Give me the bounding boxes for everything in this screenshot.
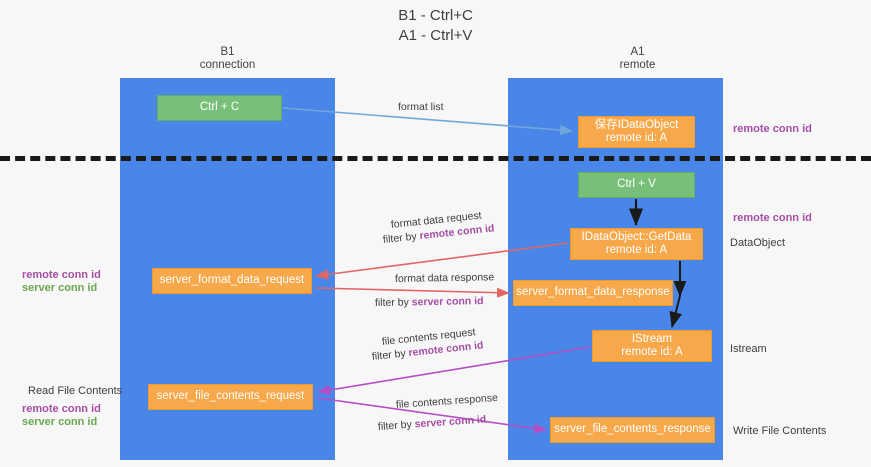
- box-idataobject-getdata-label: IDataObject::GetData: [581, 230, 692, 243]
- arrow-response-to-istream: [669, 295, 682, 328]
- box-istream-label: IStream: [631, 332, 673, 345]
- annotation-left-read-file-contents: Read File Contents: [28, 385, 123, 397]
- edge-label-format-data-response-text: format data response: [394, 271, 495, 285]
- box-server-file-contents-response[interactable]: server_file_contents_response: [550, 417, 715, 443]
- annotation-left-remote-conn-id-top: remote conn id: [22, 269, 101, 281]
- box-server-format-data-request-label: server_format_data_request: [159, 274, 305, 287]
- box-server-file-contents-response-label: server_file_contents_response: [554, 423, 711, 436]
- annotation-right-remote-conn-id-top: remote conn id: [733, 123, 812, 135]
- edge-label-format-data-response-filter: filter by server conn id: [375, 295, 484, 310]
- box-save-idataobject-sub: remote id: A: [605, 132, 668, 144]
- box-save-idataobject[interactable]: 保存IDataObject remote id: A: [578, 116, 695, 148]
- edge-label-fcr-filter-prefix: filter by: [371, 347, 410, 363]
- box-istream-sub: remote id: A: [621, 346, 683, 358]
- annotation-left-server-conn-id-bottom: server conn id: [22, 416, 98, 428]
- annotation-right-remote-conn-id-mid: remote conn id: [733, 212, 812, 224]
- lane-b1-name: B1: [220, 46, 235, 58]
- box-save-idataobject-label: 保存IDataObject: [594, 118, 679, 131]
- arrow-format-data-response: [315, 287, 510, 298]
- box-idataobject-getdata-sub: remote id: A: [605, 244, 668, 256]
- annotation-right-istream: Istream: [730, 343, 767, 355]
- box-idataobject-getdata[interactable]: IDataObject::GetData remote id: A: [570, 228, 703, 260]
- arrow-file-contents-request: [317, 346, 591, 396]
- phase-divider-dashed-line: [0, 156, 871, 161]
- box-server-format-data-request[interactable]: server_format_data_request: [152, 268, 312, 294]
- lane-b1-sub: connection: [199, 59, 256, 71]
- lane-header-b1: B1 connection: [150, 46, 305, 72]
- annotation-left-server-conn-id-top: server conn id: [22, 282, 98, 294]
- title-line-1: B1 - Ctrl+C: [398, 7, 473, 24]
- box-server-format-data-response[interactable]: server_format_data_response: [513, 280, 673, 306]
- box-server-format-data-response-label: server_format_data_response: [516, 286, 670, 299]
- arrow-format-list: [282, 107, 573, 136]
- arrow-format-data-request: [315, 242, 569, 280]
- edge-label-format-list: format list: [398, 101, 444, 114]
- box-ctrl-c-label: Ctrl + C: [199, 101, 240, 114]
- edge-label-fdr-filter-prefix: filter by: [382, 230, 421, 246]
- box-server-file-contents-request-label: server_file_contents_request: [156, 390, 305, 403]
- title-line-2: A1 - Ctrl+V: [398, 27, 473, 44]
- diagram-title: B1 - Ctrl+C A1 - Ctrl+V: [0, 6, 871, 46]
- annotation-right-dataobject: DataObject: [730, 237, 786, 249]
- lane-header-a1: A1 remote: [560, 46, 715, 72]
- edge-label-format-list-text: format list: [398, 101, 444, 113]
- lane-a1-sub: remote: [619, 59, 656, 71]
- box-server-file-contents-request[interactable]: server_file_contents_request: [148, 384, 313, 410]
- edge-label-format-data-response: format data response: [395, 271, 494, 286]
- lane-a1-name: A1: [630, 46, 645, 58]
- edge-label-fcres-filter-prefix: filter by: [377, 418, 416, 433]
- edge-label-fdres-filter-prefix: filter by: [374, 296, 412, 309]
- box-ctrl-v[interactable]: Ctrl + V: [578, 172, 695, 198]
- annotation-right-write-file-contents: Write File Contents: [733, 425, 827, 437]
- edge-label-fdres-filter-key: server conn id: [411, 295, 484, 309]
- annotation-left-remote-conn-id-bottom: remote conn id: [22, 403, 101, 415]
- box-ctrl-c[interactable]: Ctrl + C: [157, 95, 282, 121]
- arrow-file-contents-response: [317, 397, 547, 434]
- box-istream[interactable]: IStream remote id: A: [592, 330, 712, 362]
- box-ctrl-v-label: Ctrl + V: [617, 178, 656, 191]
